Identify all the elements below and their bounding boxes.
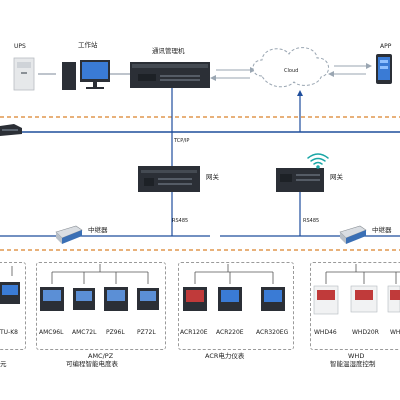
- device-pz72l-icon: [137, 288, 159, 310]
- gateway-left-icon: [138, 166, 200, 192]
- device-label-wh: WH: [390, 329, 400, 336]
- device-group-3-box: [310, 262, 400, 350]
- group-3-subtitle: 智能温湿度控制: [330, 360, 376, 368]
- device-label-acr320eg: ACR320EG: [256, 329, 289, 336]
- group-0-subtitle: 元: [0, 360, 7, 368]
- group-3-title: WHD: [348, 352, 365, 360]
- group-1-subtitle: 可编程智能电度表: [66, 360, 118, 368]
- comm-server-icon: [130, 62, 210, 88]
- device-acr220e-icon: [218, 287, 242, 311]
- device-pz96l-icon: [104, 287, 128, 311]
- device-label-acr220e: ACR220E: [216, 329, 244, 336]
- cloud-icon: [252, 47, 329, 88]
- app-phone-icon: [376, 54, 392, 84]
- workstation-label: 工作站: [78, 41, 98, 49]
- device-label-pz72l: PZ72L: [137, 329, 156, 336]
- device-wh-icon: [387, 285, 400, 313]
- arrowhead: [366, 63, 372, 69]
- device-label-amc96l: AMC96L: [39, 329, 64, 336]
- network-switch-icon: [0, 124, 22, 136]
- arrowhead: [328, 71, 334, 77]
- device-whd46-icon: [313, 285, 339, 315]
- device-label-amc72l: AMC72L: [72, 329, 97, 336]
- gateway-left-label: 网关: [206, 173, 219, 181]
- arrowhead: [210, 75, 216, 81]
- arrowhead: [297, 90, 303, 96]
- app-label: APP: [380, 43, 392, 50]
- tcpip-label: TCP/IP: [174, 138, 190, 144]
- device-label-tu-k8: TU-K8: [0, 329, 18, 336]
- cloud-label: Cloud: [284, 68, 299, 74]
- gateway-right-label: 网关: [330, 173, 343, 181]
- gateway-right-icon: [276, 168, 324, 192]
- device-label-pz96l: PZ96L: [106, 329, 125, 336]
- device-acr320eg-icon: [261, 287, 285, 311]
- device-amc96l-icon: [40, 287, 64, 311]
- repeater-left-label: 中继器: [88, 226, 108, 234]
- repeater-right-label: 中继器: [372, 226, 392, 234]
- comm-server-label: 通讯管理机: [152, 47, 185, 55]
- device-amc72l-icon: [73, 288, 95, 310]
- group-1-title: AMC/PZ: [88, 352, 114, 360]
- workstation-icon: [62, 60, 110, 90]
- group-2-subtitle: ACR电力仪表: [205, 352, 245, 360]
- device-group-0-box: [0, 262, 26, 350]
- repeater-left-icon: [55, 225, 83, 244]
- device-group-2-box: [178, 262, 294, 350]
- group-1-branch: [51, 264, 149, 284]
- device-group-1-box: [36, 262, 166, 350]
- group-2-branch: [194, 264, 274, 284]
- device-label-whd46: WHD46: [314, 329, 337, 336]
- rs485-left-label: RS485: [172, 218, 189, 224]
- ups-label: UPS: [14, 43, 26, 50]
- rs485-right-label: RS485: [303, 218, 320, 224]
- group-3-branch: [325, 264, 400, 284]
- device-whd20r-icon: [350, 285, 378, 313]
- repeater-right-icon: [339, 225, 367, 244]
- device-label-acr120e: ACR120E: [180, 329, 208, 336]
- wifi-icon: [307, 153, 329, 169]
- device-label-whd20r: WHD20R: [352, 329, 379, 336]
- device-acr120e-icon: [183, 287, 207, 311]
- ups-icon: [13, 57, 35, 91]
- device-tu-k8-icon: [0, 282, 20, 304]
